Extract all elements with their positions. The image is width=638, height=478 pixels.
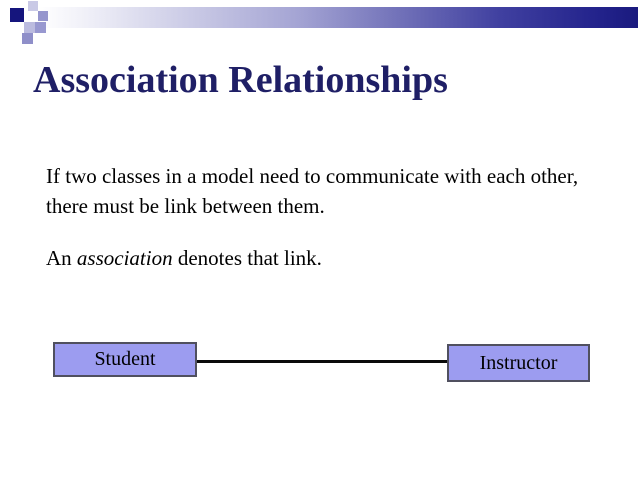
association-line (197, 360, 447, 363)
body-paragraph1-line2: there must be link between them. (46, 194, 325, 218)
decor-square-med-right (38, 11, 48, 21)
decor-square-dark (10, 8, 24, 22)
paragraph2-suffix: denotes that link. (172, 246, 322, 270)
student-class-box: Student (53, 342, 197, 377)
instructor-class-box: Instructor (447, 344, 590, 382)
decor-square-med-mid (35, 22, 46, 33)
decor-square-pale-top (28, 1, 38, 11)
header-gradient-bar (38, 7, 638, 28)
decor-square-med-bottom (22, 33, 33, 44)
paragraph2-italic-word: association (76, 246, 173, 270)
paragraph2-prefix: An (46, 246, 77, 270)
slide-title: Association Relationships (33, 59, 448, 101)
body-paragraph1-line1: If two classes in a model need to commun… (46, 164, 579, 188)
body-paragraph2: An association denotes that link. (46, 243, 578, 273)
decor-square-light-mid (24, 22, 35, 33)
slide-body: If two classes in a model need to commun… (46, 161, 578, 273)
